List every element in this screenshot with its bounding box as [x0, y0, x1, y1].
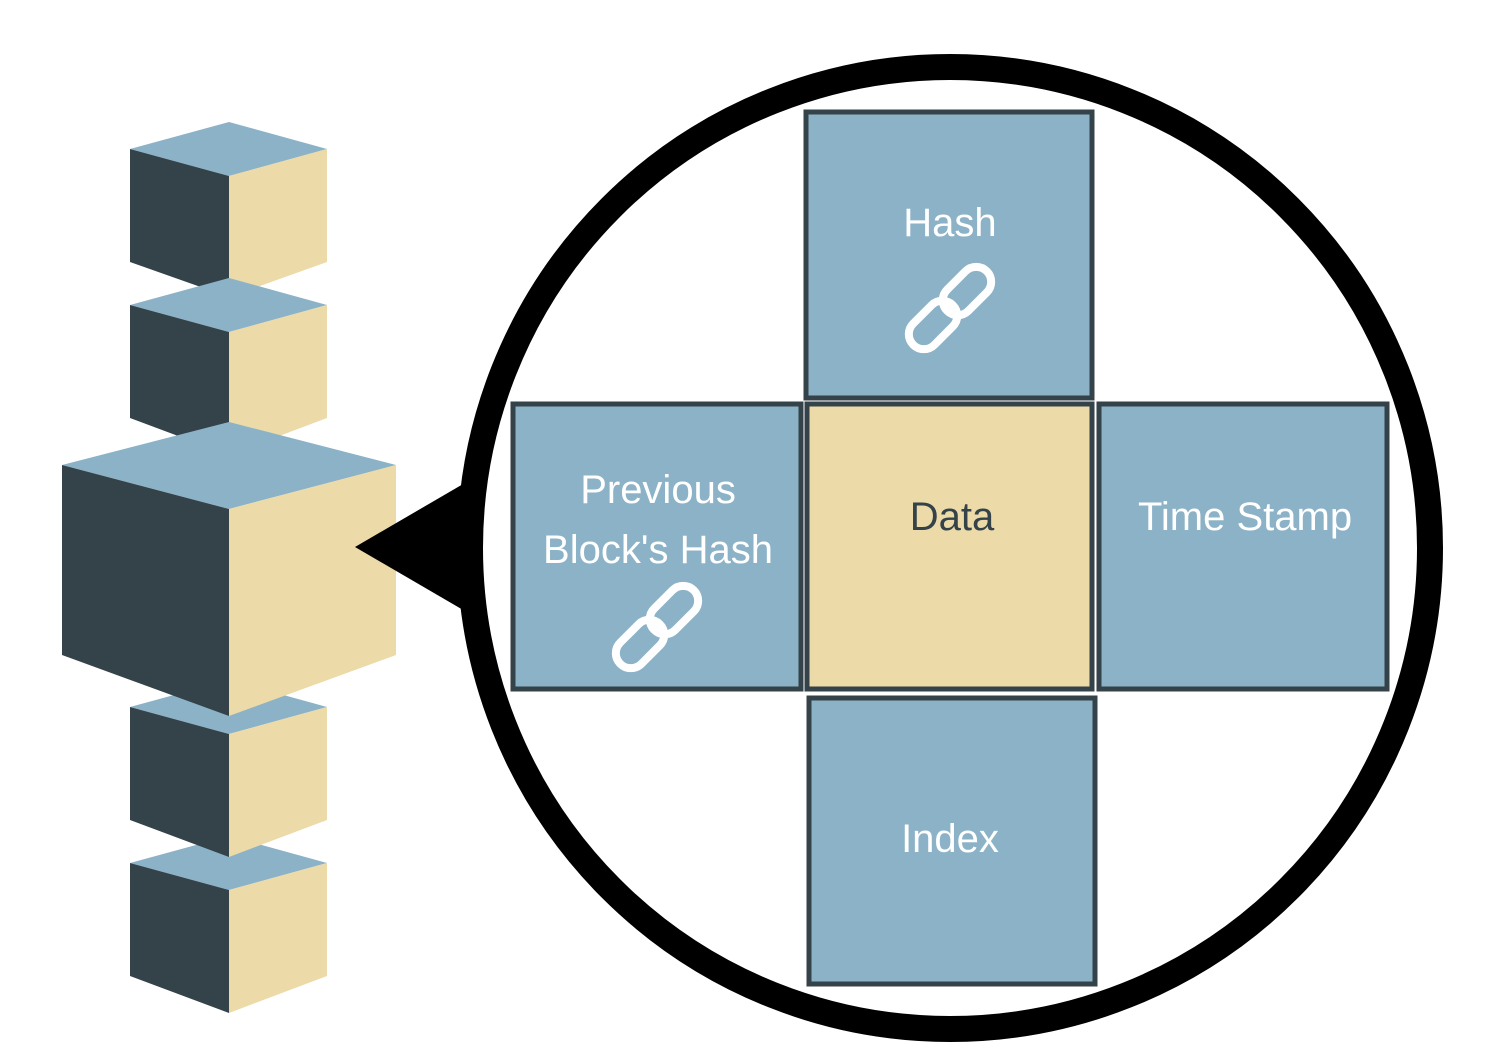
link-icon	[904, 262, 996, 354]
block-stack	[62, 122, 396, 1013]
index-label: Index	[901, 817, 999, 861]
index-cell: Index	[806, 695, 1098, 987]
block-cube-5	[130, 836, 327, 1013]
previous-hash-label-line2: Block's Hash	[543, 528, 773, 572]
block-cube-3-highlighted	[62, 422, 396, 716]
block-cube-1	[130, 122, 327, 297]
block-structure: Hash Previous Block's Hash Data Time Sta…	[510, 109, 1390, 987]
hash-label: Hash	[903, 201, 996, 245]
time-stamp-label: Time Stamp	[1138, 495, 1352, 539]
data-label: Data	[910, 495, 995, 539]
previous-hash-cell: Previous Block's Hash	[510, 401, 804, 692]
hash-cell: Hash	[803, 109, 1095, 401]
data-cell: Data	[804, 401, 1095, 692]
link-icon	[611, 581, 703, 673]
time-stamp-cell: Time Stamp	[1096, 401, 1390, 692]
previous-hash-label-line1: Previous	[580, 468, 736, 512]
callout-pointer	[355, 480, 470, 614]
block-cube-2	[130, 278, 327, 455]
